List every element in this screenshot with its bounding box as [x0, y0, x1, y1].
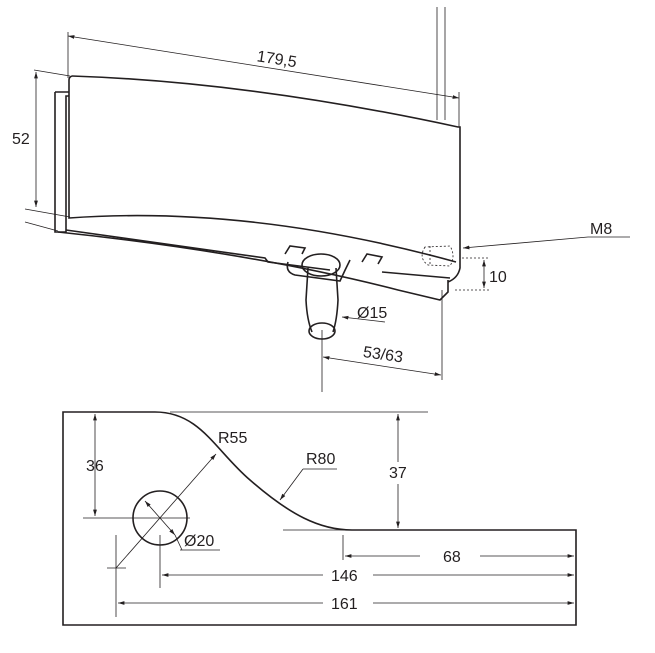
hinge-body-outline — [71, 75, 461, 283]
thread-label: M8 — [590, 221, 612, 238]
left-height-label: 36 — [86, 458, 104, 475]
r80-leader — [279, 468, 304, 501]
dim-68-label: 68 — [443, 549, 461, 566]
thread-offset-label: 10 — [489, 269, 507, 286]
plan-view: 36 37 R55 R80 Ø20 68 146 161 — [62, 411, 577, 626]
hole-leader — [174, 534, 183, 551]
length-dimension-line — [67, 35, 460, 99]
pivot-pin — [305, 267, 339, 333]
r80-label: R80 — [306, 451, 335, 468]
pin-diameter-leader — [341, 315, 386, 323]
thread-leader — [462, 236, 589, 250]
plate-outline — [62, 411, 577, 626]
extension-line — [33, 69, 71, 77]
r55-label: R55 — [218, 430, 247, 447]
extension-line — [24, 221, 59, 232]
m8-thread-hidden — [421, 245, 454, 267]
extension-line — [24, 208, 71, 218]
r55-radius-line — [115, 453, 217, 569]
dim-161-label: 161 — [331, 596, 358, 613]
hinge-face — [68, 75, 457, 263]
base-plate-rail — [65, 229, 451, 279]
pivot-offset-dimension — [322, 356, 442, 376]
base-plate-lower — [57, 231, 449, 301]
pin-diameter-label: Ø15 — [357, 305, 387, 322]
pivot-housing — [286, 259, 351, 282]
length-label: 179,5 — [256, 48, 298, 71]
hole-diameter-line — [144, 500, 176, 536]
pivot-offset-label: 53/63 — [362, 344, 404, 366]
mounting-slot — [284, 245, 384, 265]
height-label: 52 — [12, 131, 30, 148]
perspective-view: 179,5 52 M8 10 Ø15 53/63 — [12, 7, 630, 392]
glass-clamp-plate — [54, 91, 69, 233]
hole-diameter-label: Ø20 — [184, 533, 214, 550]
pivot-collar — [301, 253, 341, 277]
dim-146-label: 146 — [331, 568, 358, 585]
right-height-label: 37 — [389, 465, 407, 482]
